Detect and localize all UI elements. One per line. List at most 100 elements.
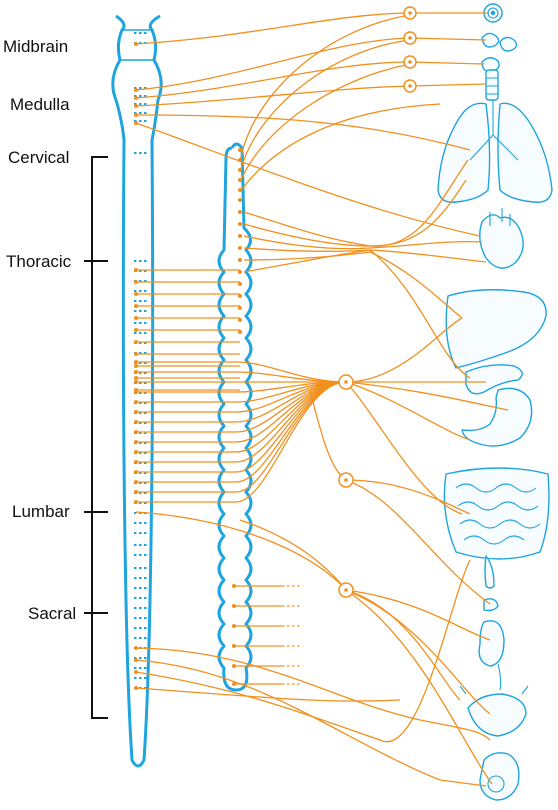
nerve-sacral-reproductive (135, 659, 487, 787)
nerve-splanchnic-origin-9 (134, 450, 138, 454)
nerve-splanchnic-origin-13 (134, 490, 138, 494)
chain-dot-13 (238, 294, 242, 298)
chain-dot-6 (238, 210, 242, 214)
nerve-inferior-bladder (345, 589, 491, 715)
nerve-mesenteric-intestine (345, 479, 471, 515)
nerve-thoracic-origin-2 (134, 292, 138, 296)
label-cervical: Cervical (8, 148, 69, 167)
nerve-chain-gland-2 (239, 63, 411, 183)
nerve-celiac-stomach-2 (345, 381, 471, 441)
nerve-sacral-origin-1 (134, 658, 138, 662)
label-thoracic: Thoracic (6, 252, 72, 271)
ganglia (338, 6, 417, 598)
nerve-splanchnic-13 (136, 381, 347, 493)
chain-dot-0 (238, 148, 242, 152)
salivary-gland-lower (481, 57, 500, 72)
nerve-celiac-intestine (345, 381, 463, 515)
chain-dot-16 (238, 330, 242, 334)
nerve-thoracic-origin-5 (134, 328, 138, 332)
chain-dot-14 (238, 306, 242, 310)
label-sacral: Sacral (28, 604, 76, 623)
nerve-chain-pancreas (243, 249, 471, 379)
nerve-sacral-bladder (135, 647, 491, 741)
chain-dot-12 (238, 282, 242, 286)
nerve-thoracic-origin-9 (134, 376, 138, 380)
pancreas (465, 364, 523, 395)
superior-mesenteric-ganglion-core (344, 478, 348, 482)
inferior-mesenteric-ganglion-core (344, 588, 348, 592)
spinal-region-bracket (84, 156, 108, 719)
reproductive-organ (479, 752, 520, 801)
nerve-thoracic-origin-0 (134, 268, 138, 272)
nerve-splanchnic-origin-14 (134, 500, 138, 504)
nerve-splanchnic-origin-11 (134, 470, 138, 474)
nerve-chain-trachea (239, 103, 441, 193)
nerve-splanchnic-origin-0 (134, 360, 138, 364)
chain-dot-3 (238, 178, 242, 182)
nerve-to-mesenteric (309, 389, 347, 481)
nerve-sacral-chain-origin-5 (232, 682, 236, 686)
nerve-thoracic-origin-6 (134, 340, 138, 344)
nerve-sacral-chain-origin-3 (232, 644, 236, 648)
autonomic-nerve-fibers (134, 12, 509, 787)
chain-dot-9 (238, 246, 242, 250)
nerve-vagus-lungs (135, 114, 471, 151)
nerve-sacral-chain-origin-2 (232, 624, 236, 628)
nerve-thoracic-origin-7 (134, 352, 138, 356)
nerve-origin-medulla-0 (134, 88, 138, 92)
nerve-sacral-colon (135, 559, 471, 743)
nerve-thoracic-origin-8 (134, 364, 138, 368)
nerve-splanchnic-origin-1 (134, 370, 138, 374)
nerve-midbrain-eye (135, 12, 488, 45)
nerve-origin-medulla-3 (134, 113, 138, 117)
chain-dot-11 (238, 270, 242, 274)
salivary-gland-upper (481, 32, 518, 52)
nerve-splanchnic-11 (136, 381, 347, 473)
nerve-inferior-reproductive (345, 589, 493, 785)
nerve-origin-midbrain (134, 42, 138, 46)
nerve-splanchnic-origin-10 (134, 460, 138, 464)
nerve-medulla-gland-1 (135, 37, 487, 91)
nerve-splanchnic-origin-7 (134, 430, 138, 434)
nerve-chain-gland (239, 39, 411, 173)
chain-dot-8 (238, 234, 242, 238)
liver (445, 289, 547, 369)
nerve-mesenteric-kidney (345, 479, 491, 605)
nerve-inferior-bladder-2 (345, 589, 461, 701)
sympathetic-chain (217, 142, 253, 692)
nerve-lumbar-inferior-2 (239, 519, 347, 591)
nerve-origin-medulla-1 (134, 96, 138, 100)
label-lumbar: Lumbar (12, 502, 70, 521)
spinal-cord (111, 14, 163, 768)
nerve-splanchnic-origin-4 (134, 400, 138, 404)
nerve-thoracic-origin-3 (134, 304, 138, 308)
nerve-splanchnic-origin-8 (134, 440, 138, 444)
nerve-sacral-origin-3 (134, 686, 138, 690)
nerve-splanchnic-origin-5 (134, 410, 138, 414)
heart (479, 208, 524, 269)
nerve-chain-lungs-2 (243, 179, 467, 247)
label-midbrain: Midbrain (3, 37, 68, 56)
nerve-splanchnic-1 (136, 371, 347, 383)
chain-dot-15 (238, 318, 242, 322)
nerve-chain-eye (239, 14, 411, 163)
lungs (437, 100, 553, 203)
nerve-origin-medulla-4 (134, 121, 138, 125)
nerve-sacral-chain-origin-4 (232, 664, 236, 668)
chain-dot-4 (238, 188, 242, 192)
celiac-ganglion-core (344, 380, 348, 384)
nerve-chain-liver (243, 251, 463, 319)
bladder (459, 685, 529, 737)
nerve-thoracic-origin-4 (134, 316, 138, 320)
nerve-sacral-pelvic (135, 687, 401, 702)
kidney (478, 620, 505, 691)
chain-dot-2 (238, 168, 242, 172)
nerve-sacral-chain-origin-0 (232, 584, 236, 588)
nerve-splanchnic-origin-6 (134, 420, 138, 424)
nerve-sacral-chain-origin-1 (232, 604, 236, 608)
eye (483, 3, 503, 23)
nerve-celiac-liver (345, 317, 463, 383)
chain-dot-5 (238, 198, 242, 202)
submandibular-ganglion-core (408, 60, 412, 64)
